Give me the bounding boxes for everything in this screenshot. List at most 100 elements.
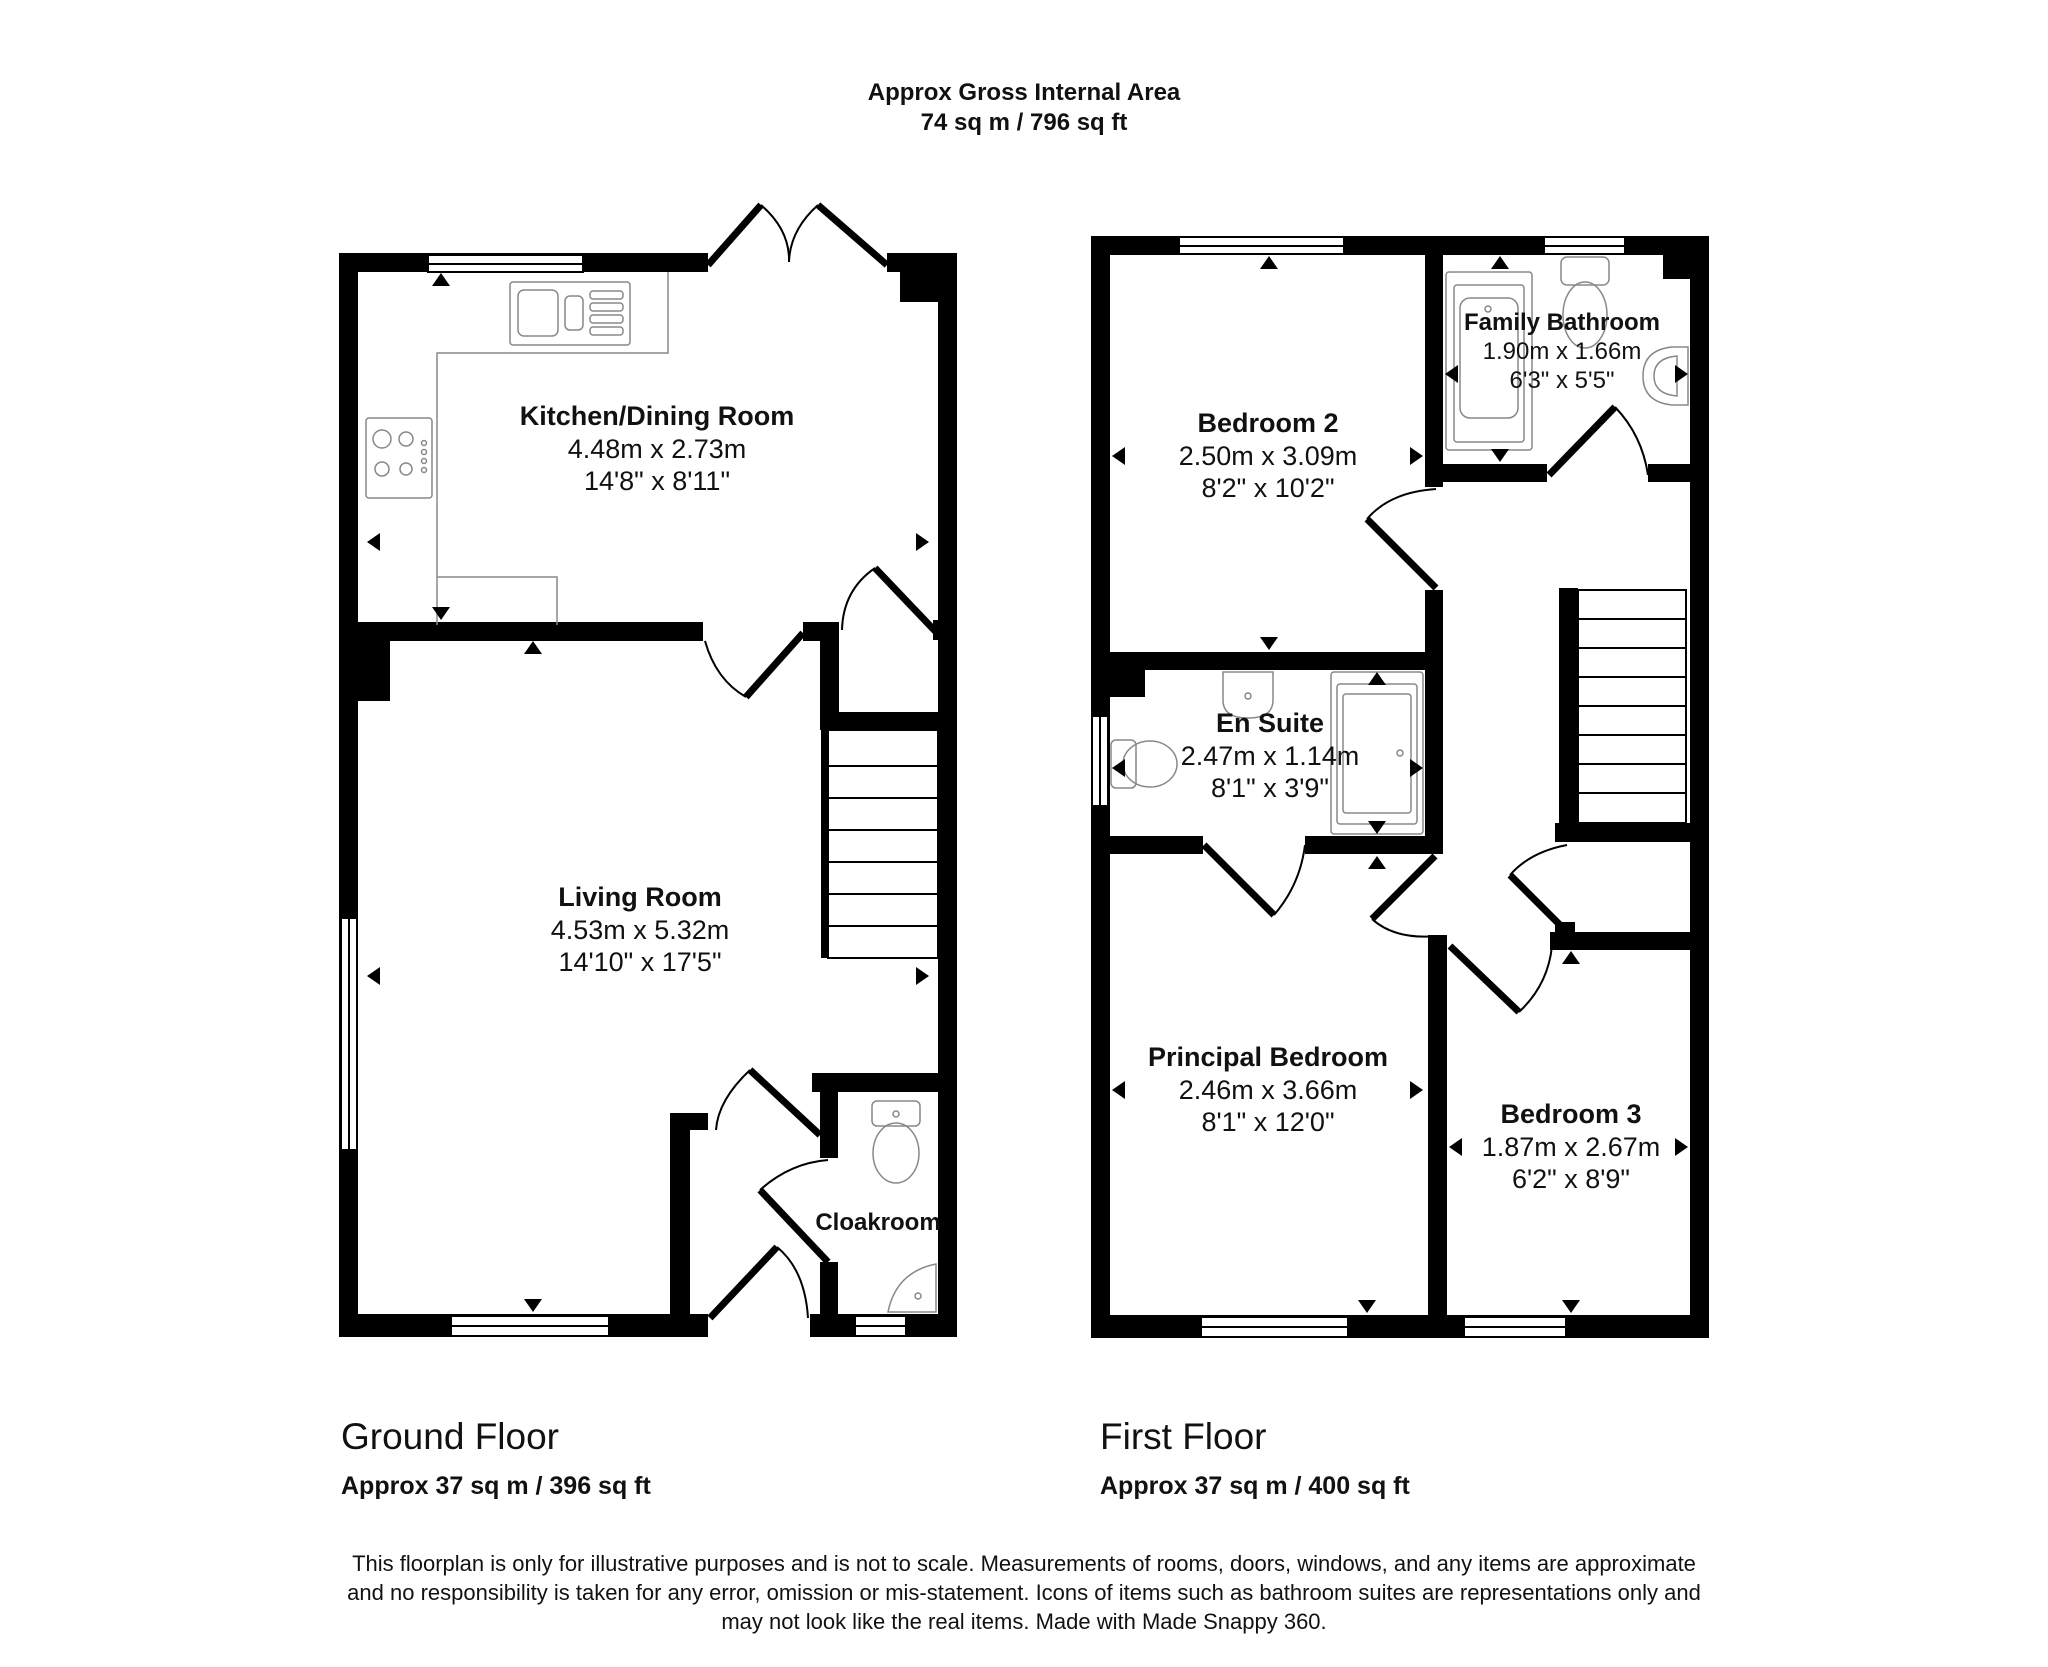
room-principal-bedroom: Principal Bedroom 2.46m x 3.66m 8'1" x 1… <box>1148 1041 1388 1138</box>
room-metric: 2.47m x 1.14m <box>1180 741 1360 771</box>
room-metric: 1.87m x 2.67m <box>1481 1132 1661 1162</box>
wall <box>1648 464 1690 482</box>
window <box>348 917 358 1151</box>
wall <box>938 253 957 1337</box>
first-floor-area: Approx 37 sq m / 400 sq ft <box>1100 1472 1410 1500</box>
window <box>1200 1316 1349 1328</box>
window <box>1178 245 1345 255</box>
measure-arrows <box>367 273 929 1312</box>
room-metric: 4.53m x 5.32m <box>550 915 730 945</box>
wall <box>1559 588 1578 842</box>
staircase-ground <box>827 729 939 959</box>
ground-floor-title: Ground Floor <box>341 1416 559 1457</box>
window <box>450 1325 610 1337</box>
window <box>1463 1316 1567 1328</box>
wall <box>670 1113 690 1323</box>
wall <box>1091 1315 1709 1338</box>
wall <box>1555 823 1690 842</box>
front-door <box>707 1244 809 1321</box>
first-floor-plan <box>1091 236 1709 1338</box>
wall <box>1428 935 1447 1315</box>
ground-floor-area: Approx 37 sq m / 396 sq ft <box>341 1472 651 1500</box>
room-imperial: 8'1" x 3'9" <box>1210 773 1330 803</box>
wall <box>1110 836 1203 854</box>
gross-area-title: Approx Gross Internal Area <box>867 79 1181 106</box>
window <box>854 1315 907 1327</box>
toilet-icon <box>871 1100 921 1184</box>
wall <box>1110 670 1145 697</box>
principal-bedroom-door <box>1369 853 1439 938</box>
cupboard-door <box>841 565 939 635</box>
basin-icon <box>1642 346 1689 406</box>
ensuite-door <box>1201 842 1306 918</box>
measure-arrows <box>1112 256 1688 1313</box>
landing-cupboard-door <box>1507 844 1570 935</box>
corner-basin-icon <box>887 1263 937 1313</box>
room-name: Cloakroom <box>815 1209 941 1236</box>
room-metric: 1.90m x 1.66m <box>1482 338 1642 365</box>
room-name: Bedroom 3 <box>1500 1099 1642 1129</box>
room-imperial: 14'10" x 17'5" <box>558 947 722 977</box>
cloakroom-door <box>715 1067 823 1138</box>
window <box>1200 1326 1349 1338</box>
room-cloakroom: Cloakroom <box>815 1208 940 1237</box>
window <box>1091 715 1101 807</box>
room-imperial: 8'2" x 10'2" <box>1201 473 1335 503</box>
room-name: En Suite <box>1215 708 1324 738</box>
room-imperial: 6'2" x 8'9" <box>1511 1164 1631 1194</box>
room-metric: 2.46m x 3.66m <box>1178 1075 1358 1105</box>
window <box>427 263 584 273</box>
room-bedroom-3: Bedroom 3 1.87m x 2.67m 6'2" x 8'9" <box>1482 1098 1661 1195</box>
room-kitchen-dining: Kitchen/Dining Room 4.48m x 2.73m 14'8" … <box>520 400 794 497</box>
window <box>450 1315 610 1327</box>
toilet-icon <box>1560 256 1610 349</box>
room-bedroom-2: Bedroom 2 2.50m x 3.09m 8'2" x 10'2" <box>1179 407 1358 504</box>
room-imperial: 6'3" x 5'5" <box>1509 367 1615 394</box>
wall <box>821 730 828 958</box>
bath-icon <box>1445 271 1533 451</box>
gross-area-value: 74 sq m / 796 sq ft <box>920 109 1128 136</box>
disclaimer-line-2: and no responsibility is taken for any e… <box>347 1580 1701 1605</box>
room-family-bathroom: Family Bathroom 1.90m x 1.66m 6'3" x 5'5… <box>1464 308 1660 395</box>
room-en-suite: En Suite 2.47m x 1.14m 8'1" x 3'9" <box>1181 707 1360 804</box>
room-name: Living Room <box>558 882 722 912</box>
wall <box>820 712 938 730</box>
sink-icon <box>509 281 631 346</box>
wall <box>358 641 390 701</box>
kitchen-door <box>704 630 806 700</box>
wall <box>1550 932 1690 950</box>
french-doors <box>705 202 890 268</box>
window <box>1463 1326 1567 1338</box>
disclaimer-line-3: may not look like the real items. Made w… <box>721 1609 1327 1634</box>
room-name: Principal Bedroom <box>1147 1042 1389 1072</box>
wall <box>358 622 703 641</box>
window <box>1099 715 1109 807</box>
window <box>1543 245 1626 255</box>
window <box>1178 236 1345 247</box>
window <box>427 254 584 265</box>
wall <box>1425 590 1443 854</box>
staircase-first <box>1577 589 1687 824</box>
room-imperial: 8'1" x 12'0" <box>1201 1107 1335 1137</box>
wall <box>820 1073 838 1158</box>
wall <box>339 253 358 1337</box>
window <box>854 1325 907 1337</box>
cloakroom-inner-door <box>757 1159 831 1265</box>
wall <box>1663 255 1690 279</box>
room-name: Family Bathroom <box>1463 309 1661 336</box>
hob-icon <box>365 417 433 499</box>
room-name: Kitchen/Dining Room <box>519 401 795 431</box>
wall <box>812 1073 938 1092</box>
room-metric: 4.48m x 2.73m <box>567 434 747 464</box>
room-name: Bedroom 2 <box>1197 408 1339 438</box>
kitchen-worktop <box>436 272 669 625</box>
wall <box>1690 236 1709 1338</box>
wall <box>1425 255 1443 487</box>
room-imperial: 14'8" x 8'11" <box>583 466 731 496</box>
disclaimer-line-1: This floorplan is only for illustrative … <box>352 1551 1696 1576</box>
bathroom-door <box>1546 404 1649 478</box>
wall <box>1305 836 1443 854</box>
wall <box>900 272 938 302</box>
wall <box>1443 464 1547 482</box>
